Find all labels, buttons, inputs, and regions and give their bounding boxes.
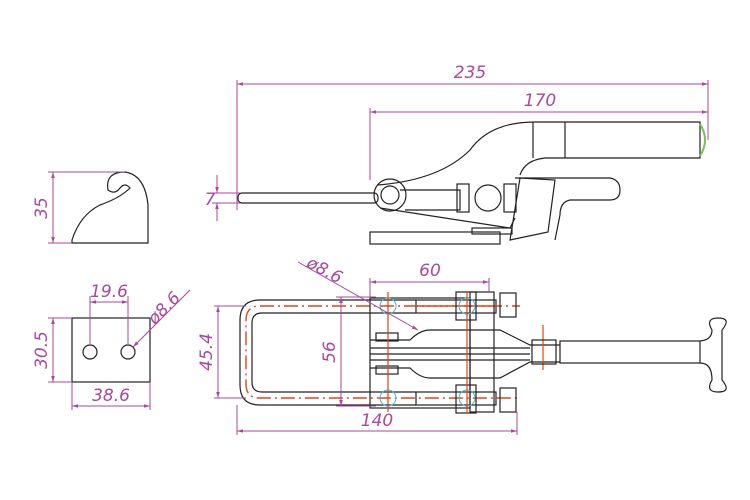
dim-170-label: 170 [524, 91, 556, 111]
hook-part: 35 [32, 171, 149, 244]
dim-35-label: 35 [32, 197, 52, 219]
dim-235-label: 235 [454, 63, 486, 83]
dim-19.6-label: 19.6 [90, 282, 128, 302]
dim-30.5-label: 30.5 [32, 331, 52, 369]
dim-overall: 235 170 7 [205, 63, 709, 221]
side-view-clamp [237, 121, 706, 245]
dim-38.6-label: 38.6 [92, 386, 130, 406]
dim-140-label: 140 [361, 411, 393, 431]
top-view-dimensions: 45.4 56 60 ø8.6 140 [197, 252, 518, 435]
dim-60-label: 60 [419, 261, 441, 281]
top-view-clamp [239, 291, 727, 414]
dim-45.4-label: 45.4 [197, 333, 217, 371]
mounting-block: 19.6 ø8.6 30.5 38.6 [32, 282, 191, 410]
dim-56-label: 56 [320, 341, 340, 363]
dim-7-label: 7 [205, 190, 216, 210]
dim-base-dia-label: ø8.6 [302, 252, 345, 288]
